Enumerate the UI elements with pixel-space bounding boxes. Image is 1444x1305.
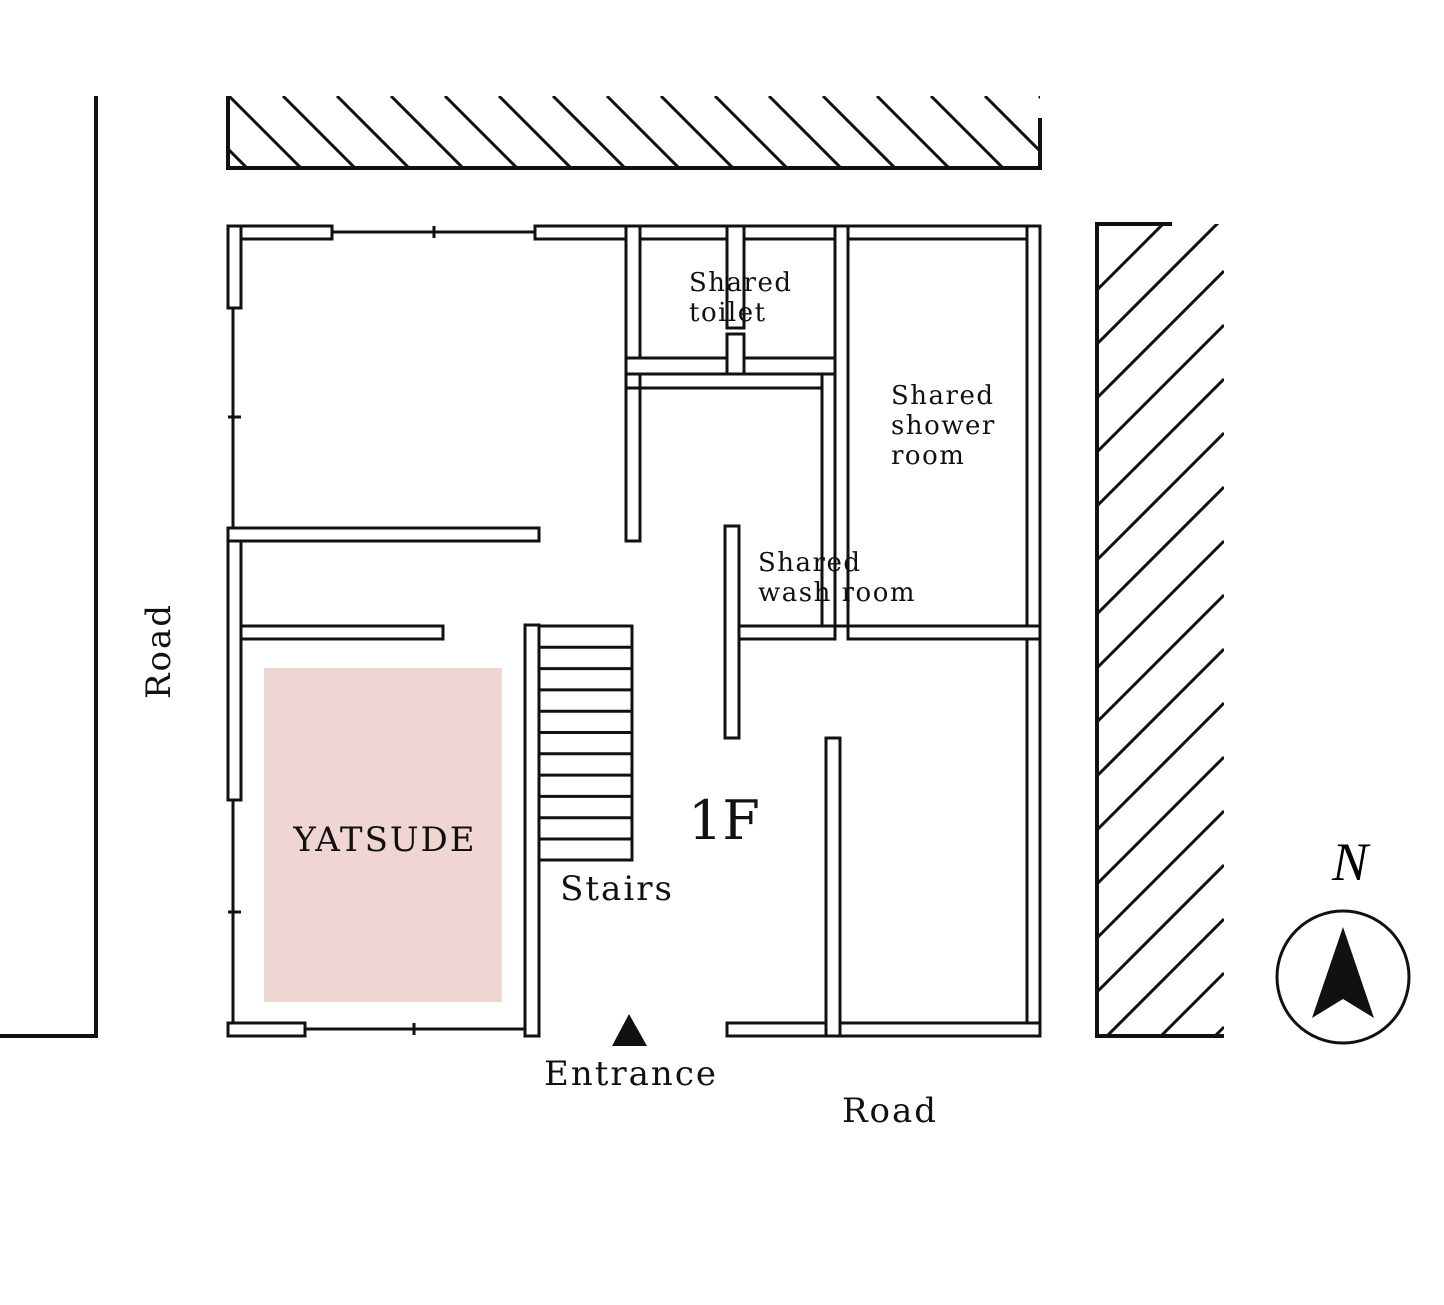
wash-room-label: Shared wash room [758,548,916,608]
hatch-line [497,96,573,168]
hatch-line [1097,431,1224,562]
floor-label: 1F [688,789,760,852]
hatch-line [281,96,357,168]
hatch-line [983,96,1040,154]
hatch-line [1037,96,1040,100]
neighbor-building-north [226,96,1042,170]
hatch-line [1212,1025,1224,1036]
hatch-line [1097,755,1224,886]
hatch-line [1097,224,1220,346]
north-arrow-icon [1312,927,1374,1018]
hatch-line [228,96,303,168]
compass-label: N [1331,832,1371,892]
hatch-line [335,96,411,168]
road-label-west: Road [139,603,179,699]
hatch-line [713,96,789,168]
hatch-line [1097,701,1224,832]
hatch-line [659,96,735,168]
hatch-line [1097,323,1224,454]
hatch-line [1097,539,1224,670]
hatch-line [1158,971,1224,1036]
hatch-line [1097,224,1166,292]
toilet-label: Shared toilet [689,268,802,328]
entrance-marker [612,1014,647,1046]
road-edge-west [0,96,98,1038]
hatch-line [1097,377,1224,508]
hatch-line [1097,647,1224,778]
hatch-line [1097,485,1224,616]
yatsude-label: YATSUDE [292,820,476,860]
hatch-line [1097,593,1224,724]
hatch-line [875,96,951,168]
hatch-line [605,96,681,168]
hatch-line [389,96,465,168]
road-label-south: Road [842,1091,938,1131]
hatch-line [443,96,519,168]
hatch-line [551,96,627,168]
neighbor-building-east [1095,222,1224,1038]
stairs [537,624,634,862]
yatsude-highlight [264,668,502,1002]
hatch-line [1097,809,1224,940]
hatch-line [1104,917,1224,1036]
shower-room-label: Shared shower room [891,381,1006,471]
hatch-line [767,96,843,168]
hatch-line [929,96,1005,168]
entrance-label: Entrance [544,1054,718,1094]
hatch-line [1097,269,1224,400]
hatch-line [821,96,897,168]
compass: N [1275,832,1411,1045]
hatch-line [228,146,249,168]
windows [228,226,535,1035]
stairs-label: Stairs [560,869,674,909]
hatch-line [1097,863,1224,994]
